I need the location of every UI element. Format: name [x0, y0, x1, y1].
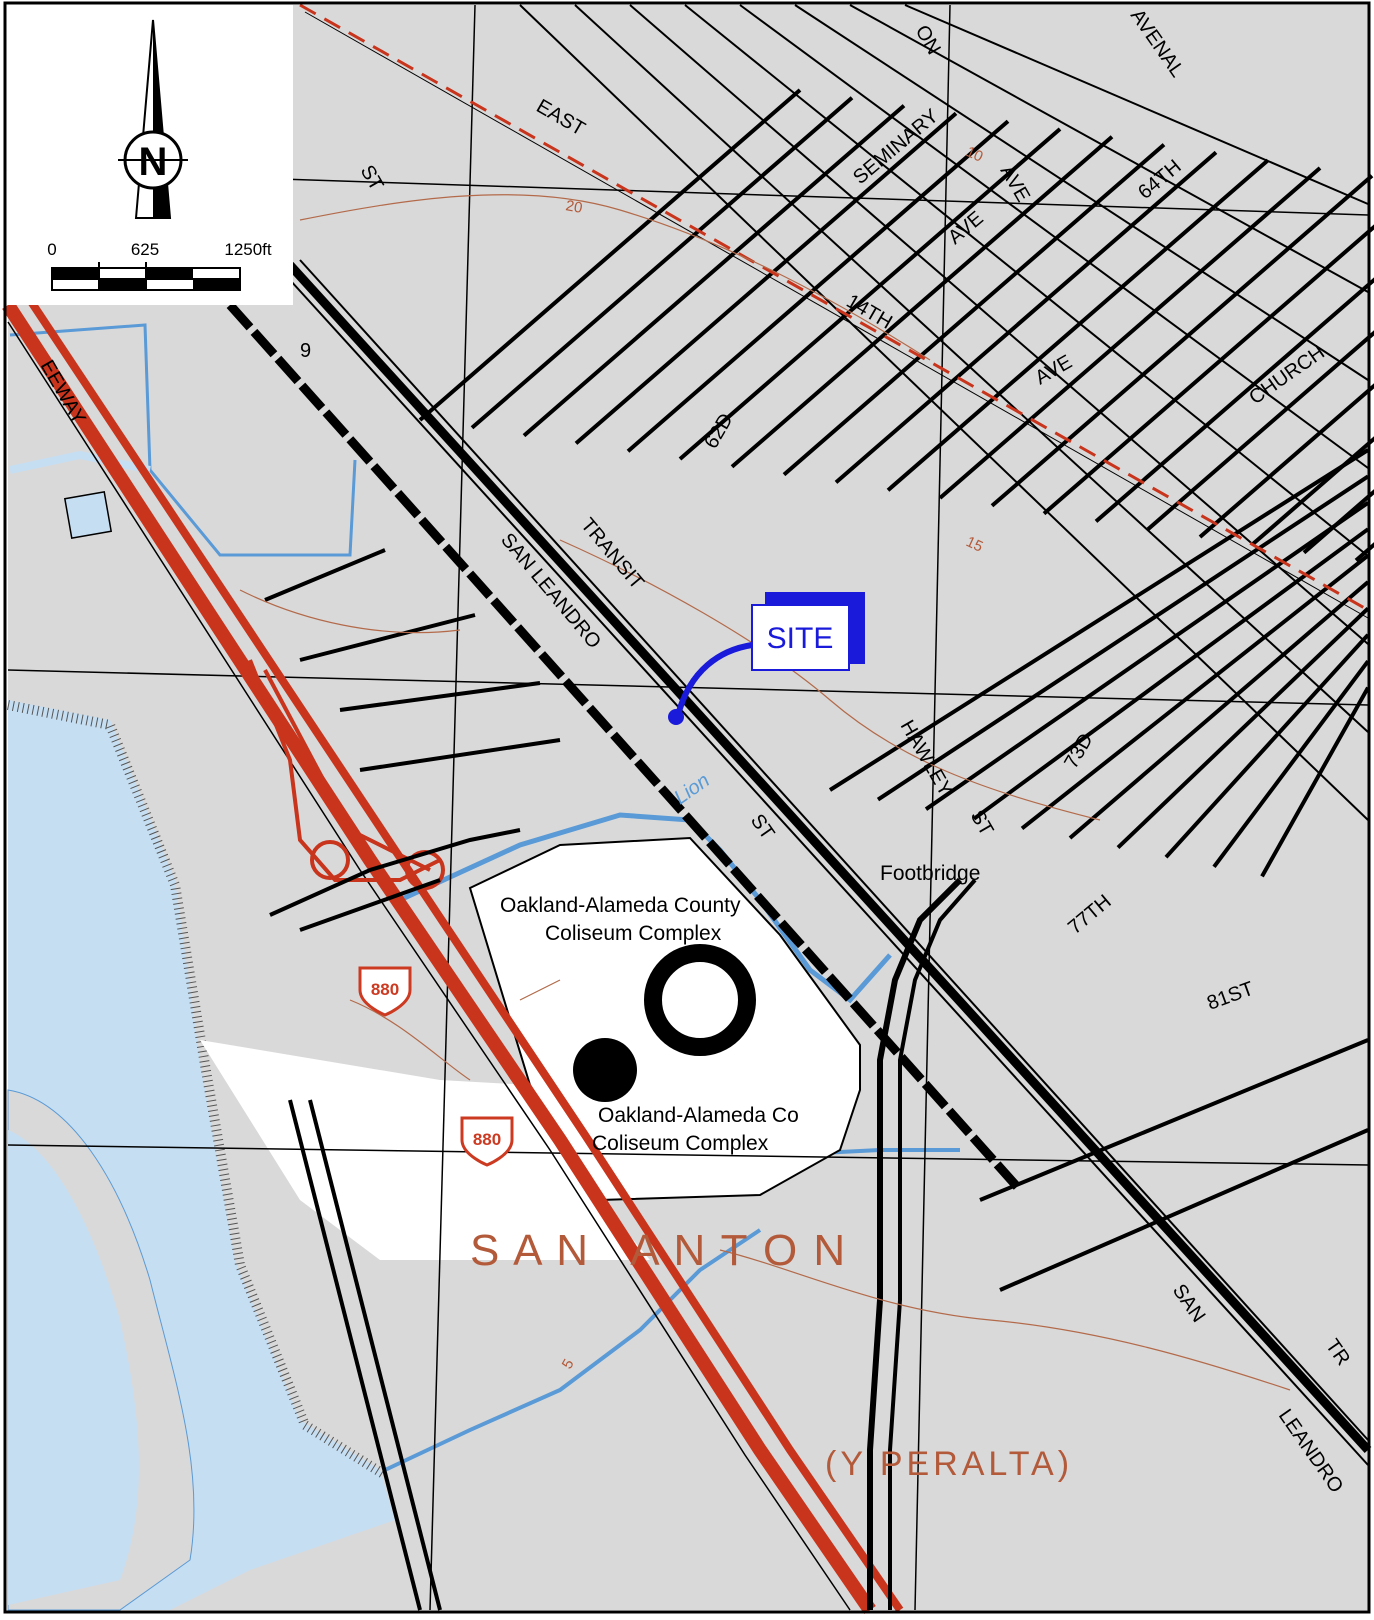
marsh-water-pond — [8, 1130, 139, 1605]
railroad-tracks — [226, 259, 1372, 1466]
creek-bottom — [384, 1228, 762, 1472]
reservoir — [63, 490, 113, 540]
east-14th-street — [299, 3, 1369, 612]
north-symbol: N — [139, 140, 168, 184]
map-border — [3, 1, 1371, 1614]
street-grid-secondary — [519, 4, 1369, 821]
creek-upper — [9, 323, 357, 557]
route-shield-880-lower: 880 — [460, 1116, 514, 1167]
site-marker: SITE — [668, 592, 865, 725]
site-label: SITE — [767, 622, 834, 655]
scale-tick-0: 0 — [47, 240, 56, 259]
label-coliseum-lower-2: Coliseum Complex — [592, 1132, 769, 1155]
interchange-roads — [269, 828, 521, 932]
street-grid — [264, 88, 1374, 1611]
label-contour-15: 15 — [963, 533, 985, 555]
label-peralta: (Y PERALTA) — [825, 1445, 1073, 1483]
label-san-antonio: S A N A N T O N — [470, 1226, 847, 1275]
label-contour-10: 10 — [963, 143, 985, 165]
scale-tick-1250: 1250ft — [224, 240, 272, 259]
scale-tick-625: 625 — [131, 240, 159, 259]
label-contour-20: 20 — [564, 197, 583, 217]
label-footbridge: Footbridge — [880, 862, 980, 885]
hegenberger-road-east — [888, 878, 977, 1610]
contour-lines — [239, 194, 1291, 1391]
site-location-dot — [668, 709, 684, 725]
route-880-label-lower: 880 — [473, 1130, 501, 1149]
hegenberger-road — [867, 877, 963, 1610]
stadium-dot — [573, 1038, 637, 1102]
label-coliseum-upper-2: Coliseum Complex — [545, 922, 722, 945]
creek-upper-fill — [9, 450, 151, 474]
label-benchmark-9: 9 — [300, 340, 311, 362]
interstate-880 — [2, 297, 904, 1614]
label-coliseum-upper-1: Oakland-Alameda County — [500, 894, 741, 917]
route-880-label-upper: 880 — [371, 980, 399, 999]
scale-bar: 0 625 1250ft — [47, 240, 272, 291]
map-legend: N 0 625 1250ft — [8, 5, 293, 305]
label-coliseum-lower-1: Oakland-Alameda Co — [598, 1104, 799, 1127]
coliseum-parking-area — [200, 1040, 650, 1260]
arena-ring — [644, 944, 756, 1056]
north-arrow: N — [118, 19, 188, 219]
route-shield-880-upper: 880 — [358, 966, 412, 1017]
east-14th-street-edge — [304, 11, 1369, 619]
